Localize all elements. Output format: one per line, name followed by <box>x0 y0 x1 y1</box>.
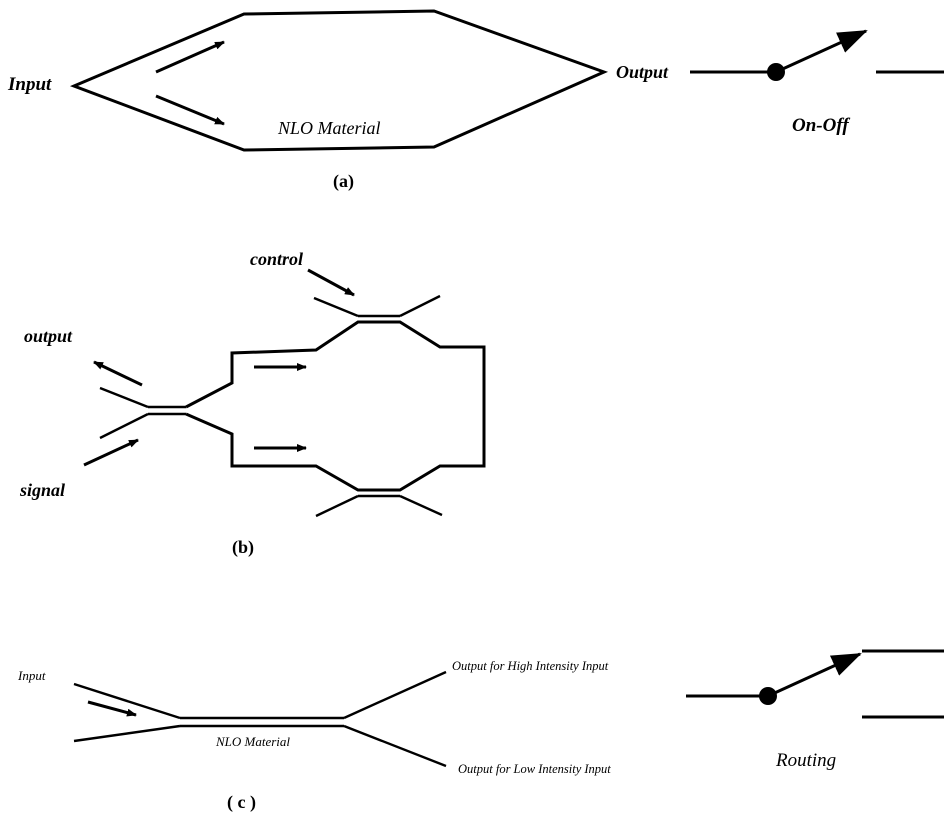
control-label: control <box>250 249 303 269</box>
input-beam-arrow <box>87 700 137 717</box>
panel-c: Input NLO Material Output for High Inten… <box>17 649 944 813</box>
output-low-label: Output for Low Intensity Input <box>458 762 611 776</box>
coupler-top-right-out <box>399 294 441 318</box>
caption-c: ( c ) <box>227 792 256 813</box>
coupler-input-top <box>73 682 181 720</box>
coupler-bottom-left-out <box>315 494 359 518</box>
coupler-left-bottom-in <box>99 412 149 440</box>
routing-label: Routing <box>775 750 836 771</box>
coupler-output-top <box>343 670 447 720</box>
caption-a: (a) <box>333 171 354 192</box>
panel-a: Input NLO Material Output (a) On-Off <box>7 9 944 192</box>
output-label: Output <box>616 62 669 82</box>
coupler-bottom-right-out <box>399 494 443 517</box>
output-label: output <box>24 326 73 346</box>
coupler-output-bottom <box>343 724 447 768</box>
output-high-label: Output for High Intensity Input <box>452 659 609 673</box>
beam-arrow-lower <box>155 94 225 126</box>
signal-label: signal <box>19 480 65 500</box>
routing-switch-symbol <box>686 649 944 719</box>
on-off-switch-symbol <box>690 29 944 81</box>
loop-upper-arm <box>185 320 486 492</box>
coupler-left-top-in <box>99 386 149 409</box>
input-label: Input <box>17 668 46 683</box>
on-off-label: On-Off <box>792 115 850 136</box>
signal-arrow <box>83 438 139 467</box>
beam-arrow-upper <box>155 40 225 74</box>
output-arrow <box>93 360 143 387</box>
panel-b: control output signal (b) <box>19 249 486 558</box>
material-label: NLO Material <box>277 118 381 138</box>
material-label: NLO Material <box>215 734 290 749</box>
coupler-top-left-out <box>313 296 359 318</box>
coupler-input-bottom <box>73 724 181 743</box>
input-label: Input <box>7 74 52 95</box>
caption-b: (b) <box>232 537 254 558</box>
control-arrow <box>307 268 355 297</box>
routing-lever <box>767 652 862 698</box>
switch-lever <box>775 29 868 74</box>
nlo-material-hexagon <box>69 9 609 152</box>
